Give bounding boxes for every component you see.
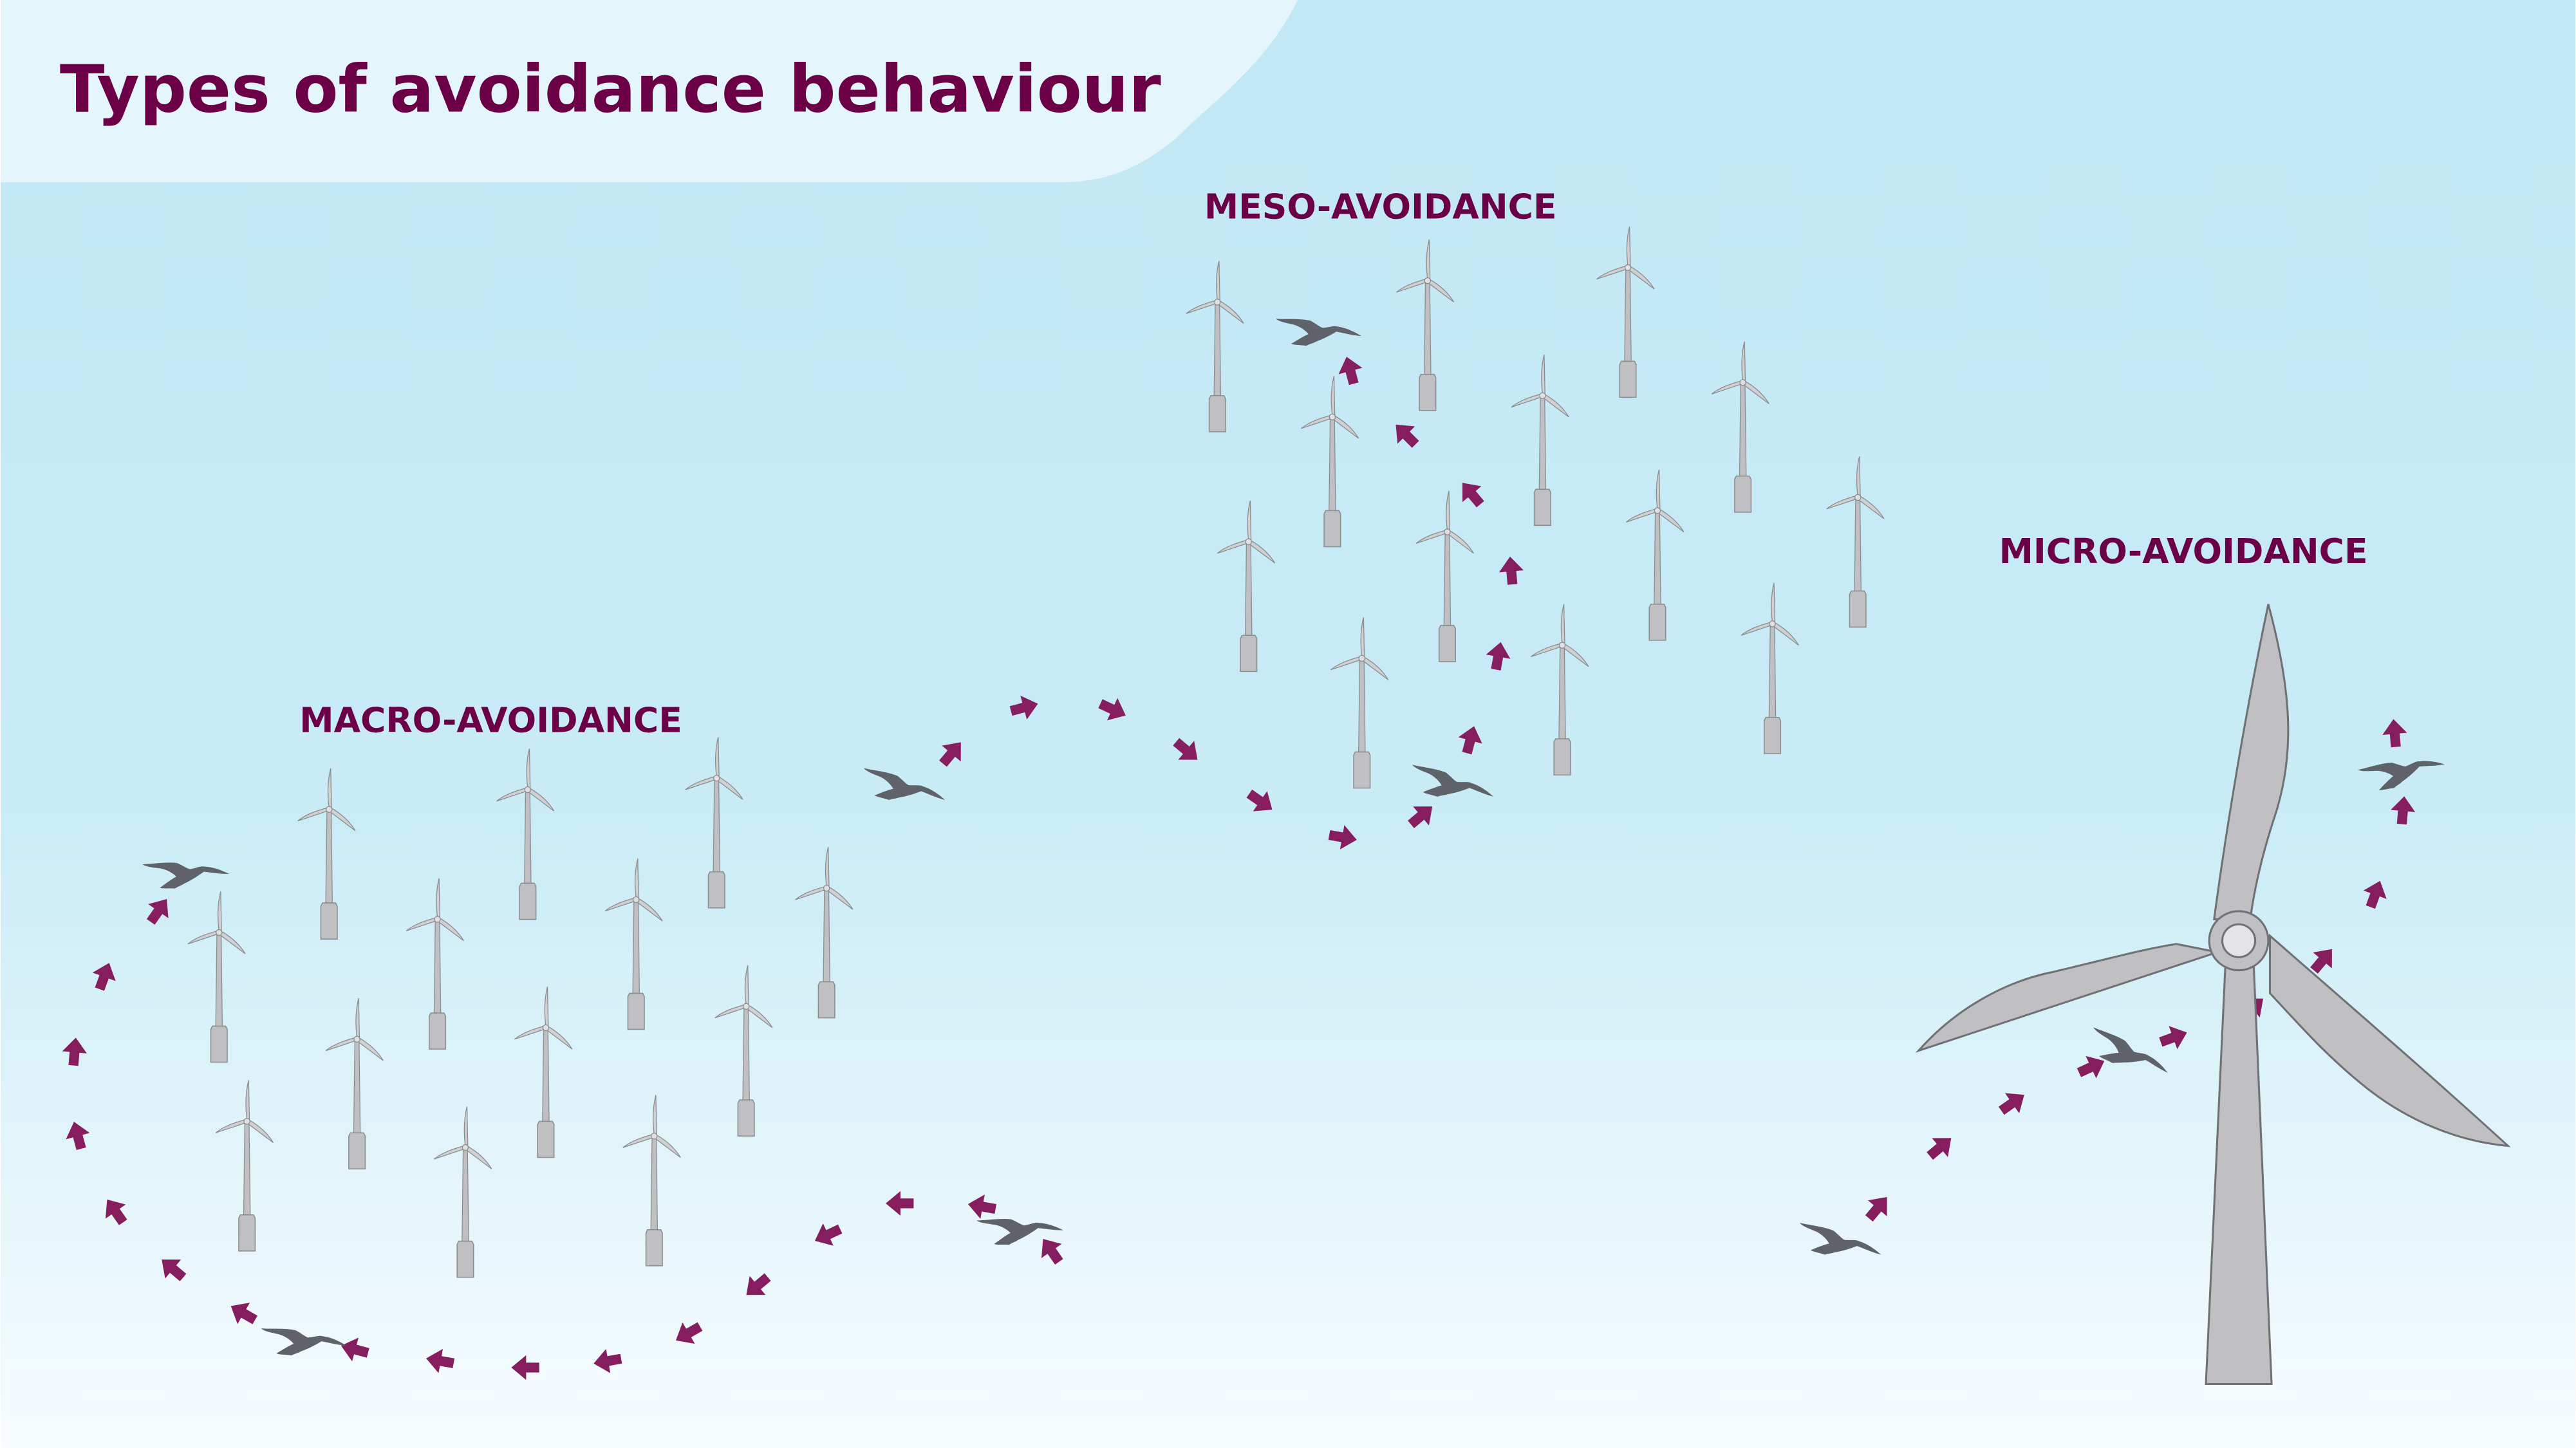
page-title: Types of avoidance behaviour	[60, 51, 1162, 127]
header-panel	[1, 0, 1298, 183]
micro-avoidance-label: MICRO-AVOIDANCE	[1999, 531, 2368, 571]
meso-avoidance-label: MESO-AVOIDANCE	[1204, 186, 1557, 227]
large-wind-turbine-icon	[1915, 604, 2511, 1386]
macro-avoidance-label: MACRO-AVOIDANCE	[299, 700, 682, 741]
